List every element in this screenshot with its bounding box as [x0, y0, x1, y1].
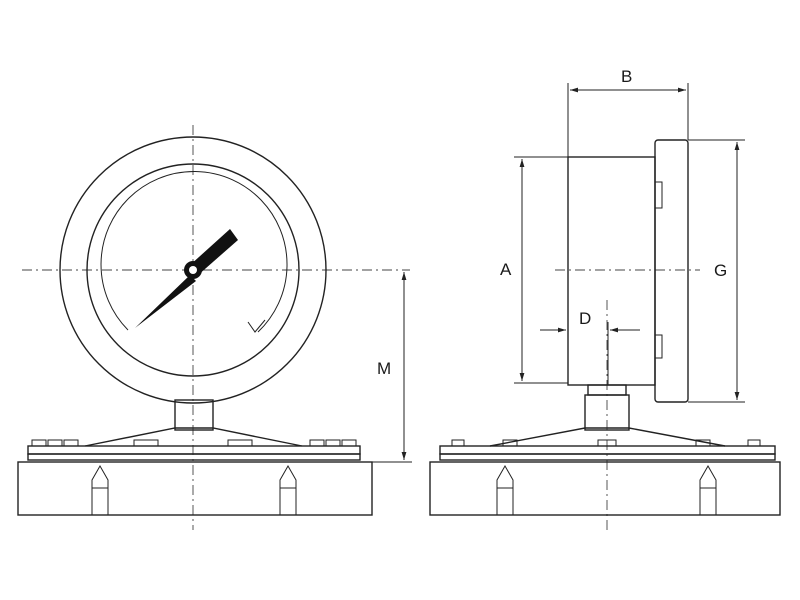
hub-hole [189, 266, 197, 274]
tab-bottom [654, 334, 663, 359]
side-flange-plate [439, 445, 776, 455]
side-bolts [451, 439, 761, 447]
outer-ring [59, 136, 327, 404]
bezel-ring [86, 163, 300, 377]
side-stem [584, 394, 630, 431]
side-view: B A G D [429, 67, 781, 530]
label-m: M [377, 359, 391, 378]
label-g: G [714, 261, 727, 280]
tab-top [654, 181, 663, 209]
dial-stop [247, 319, 266, 333]
case [567, 156, 656, 386]
flange-plate [27, 445, 361, 455]
needle-tail [135, 275, 196, 328]
side-ports [496, 464, 717, 516]
side-flange-cone [489, 427, 726, 447]
front-bezel [654, 139, 689, 403]
side-lower-block [429, 461, 781, 516]
side-flange-lower [439, 453, 776, 461]
needle [189, 229, 238, 276]
flange-lower [27, 453, 361, 461]
label-b: B [621, 67, 632, 86]
label-d: D [579, 309, 591, 328]
label-a: A [500, 260, 512, 279]
lower-block [17, 461, 373, 516]
stem [174, 399, 214, 431]
front-view: M [17, 125, 412, 530]
threaded-ports [91, 464, 297, 516]
flange-cone [84, 427, 303, 447]
bolts [31, 439, 357, 447]
dial-arc [100, 171, 288, 333]
